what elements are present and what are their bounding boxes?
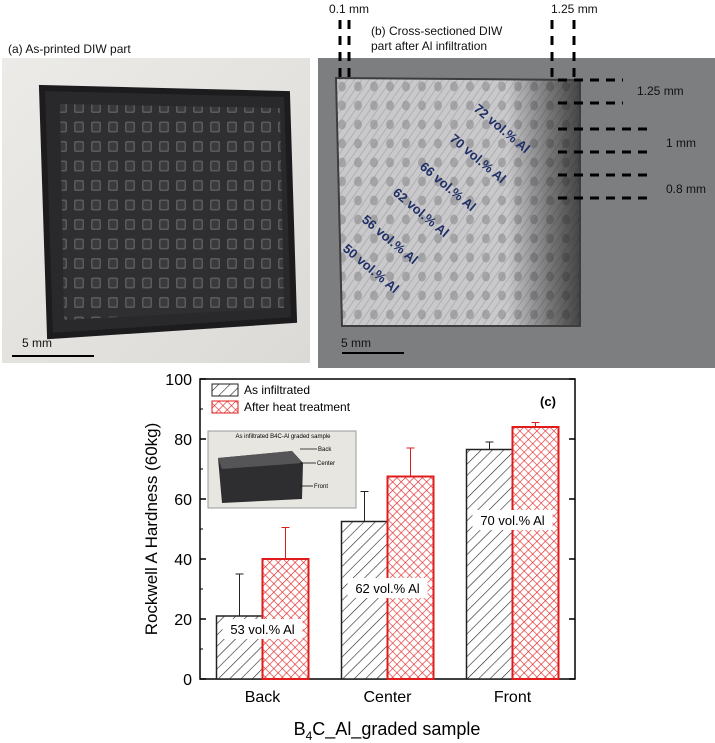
gradient-labels: 72 vol.% Al 70 vol.% Al 66 vol.% Al 62 v… [340,101,533,296]
y-axis: 0 20 40 60 80 100 [165,372,575,689]
bar-heat-treatment-center [386,475,435,680]
x-tick-label-center: Center [363,689,412,706]
y-tick-label: 80 [174,432,192,449]
gradient-label-70: 70 vol.% Al [447,131,509,186]
panel-c-label: (c) [540,394,556,409]
gradient-label-62: 62 vol.% Al [390,185,452,240]
annotation-label: 62 vol.% Al [355,581,419,596]
x-tick-label-front: Front [494,689,532,706]
panel-b-label-line1: (b) Cross-sectioned DIW [371,24,503,38]
bar-as-infiltrated-front [465,448,514,680]
y-tick-label: 0 [183,672,192,689]
x-axis-title-rest: C_Al_graded sample [312,719,480,740]
gradient-label-66: 66 vol.% Al [417,159,479,214]
legend-label-heat-treatment: After heat treatment [244,400,351,414]
y-tick-label: 20 [174,612,192,629]
dimension-markers [338,20,648,200]
inset-photo: As infiltrated B4C-Al graded sample Back… [207,430,357,509]
panel-a-label: (a) As-printed DIW part [8,42,131,56]
x-tick-label-back: Back [245,689,282,706]
y-tick-label: 60 [174,492,192,509]
legend-label-as-infiltrated: As infiltrated [244,383,310,397]
inset-label-center: Center [317,461,335,467]
annotation-box [222,619,303,639]
y-tick-label: 100 [165,372,192,389]
panel-b-photo [318,58,715,368]
annotations-group: 53 vol.% Al 62 vol.% Al 70 vol.% Al [222,510,553,639]
panel-a-photo [2,58,310,363]
bar-as-infiltrated-center [340,520,389,680]
inset-title: As infiltrated B4C-Al graded sample [235,434,331,440]
dim-0-1mm: 0.1 mm [329,2,370,16]
bar-heat-treatment-front [511,426,560,680]
gradient-label-72: 72 vol.% Al [471,101,533,156]
annotation-box [472,510,553,530]
legend-swatch-as-infiltrated [211,383,239,397]
legend-swatch-heat-treatment [211,400,239,414]
x-axis-title: B4C_Al_graded sample [294,719,481,743]
y-tick-label: 40 [174,552,192,569]
panel-a-scale-label: 5 mm [22,336,52,350]
panel-b-scale-label: 5 mm [341,336,371,350]
dim-0-8mm: 0.8 mm [666,182,707,196]
inset-label-front: Front [314,484,328,490]
annotation-label: 70 vol.% Al [480,513,544,528]
annotation-box [347,578,428,598]
dim-1-25mm-right: 1.25 mm [637,84,684,98]
dim-1mm: 1 mm [666,136,696,150]
panel-b-label-line2: part after Al infiltration [371,39,488,53]
inset-sample-top [218,451,303,469]
inset-label-back: Back [318,447,332,453]
x-axis-title-subscript: 4 [306,729,313,743]
dim-1-25mm-top: 1.25 mm [551,2,598,16]
printed-lattice-image [2,58,310,363]
annotation-label: 53 vol.% Al [230,622,294,637]
y-axis-title: Rockwell A Hardness (60kg) [142,423,161,636]
x-axis-title-base: B [294,719,306,739]
cross-section-image [318,58,715,368]
legend: As infiltrated After heat treatment [211,383,351,414]
